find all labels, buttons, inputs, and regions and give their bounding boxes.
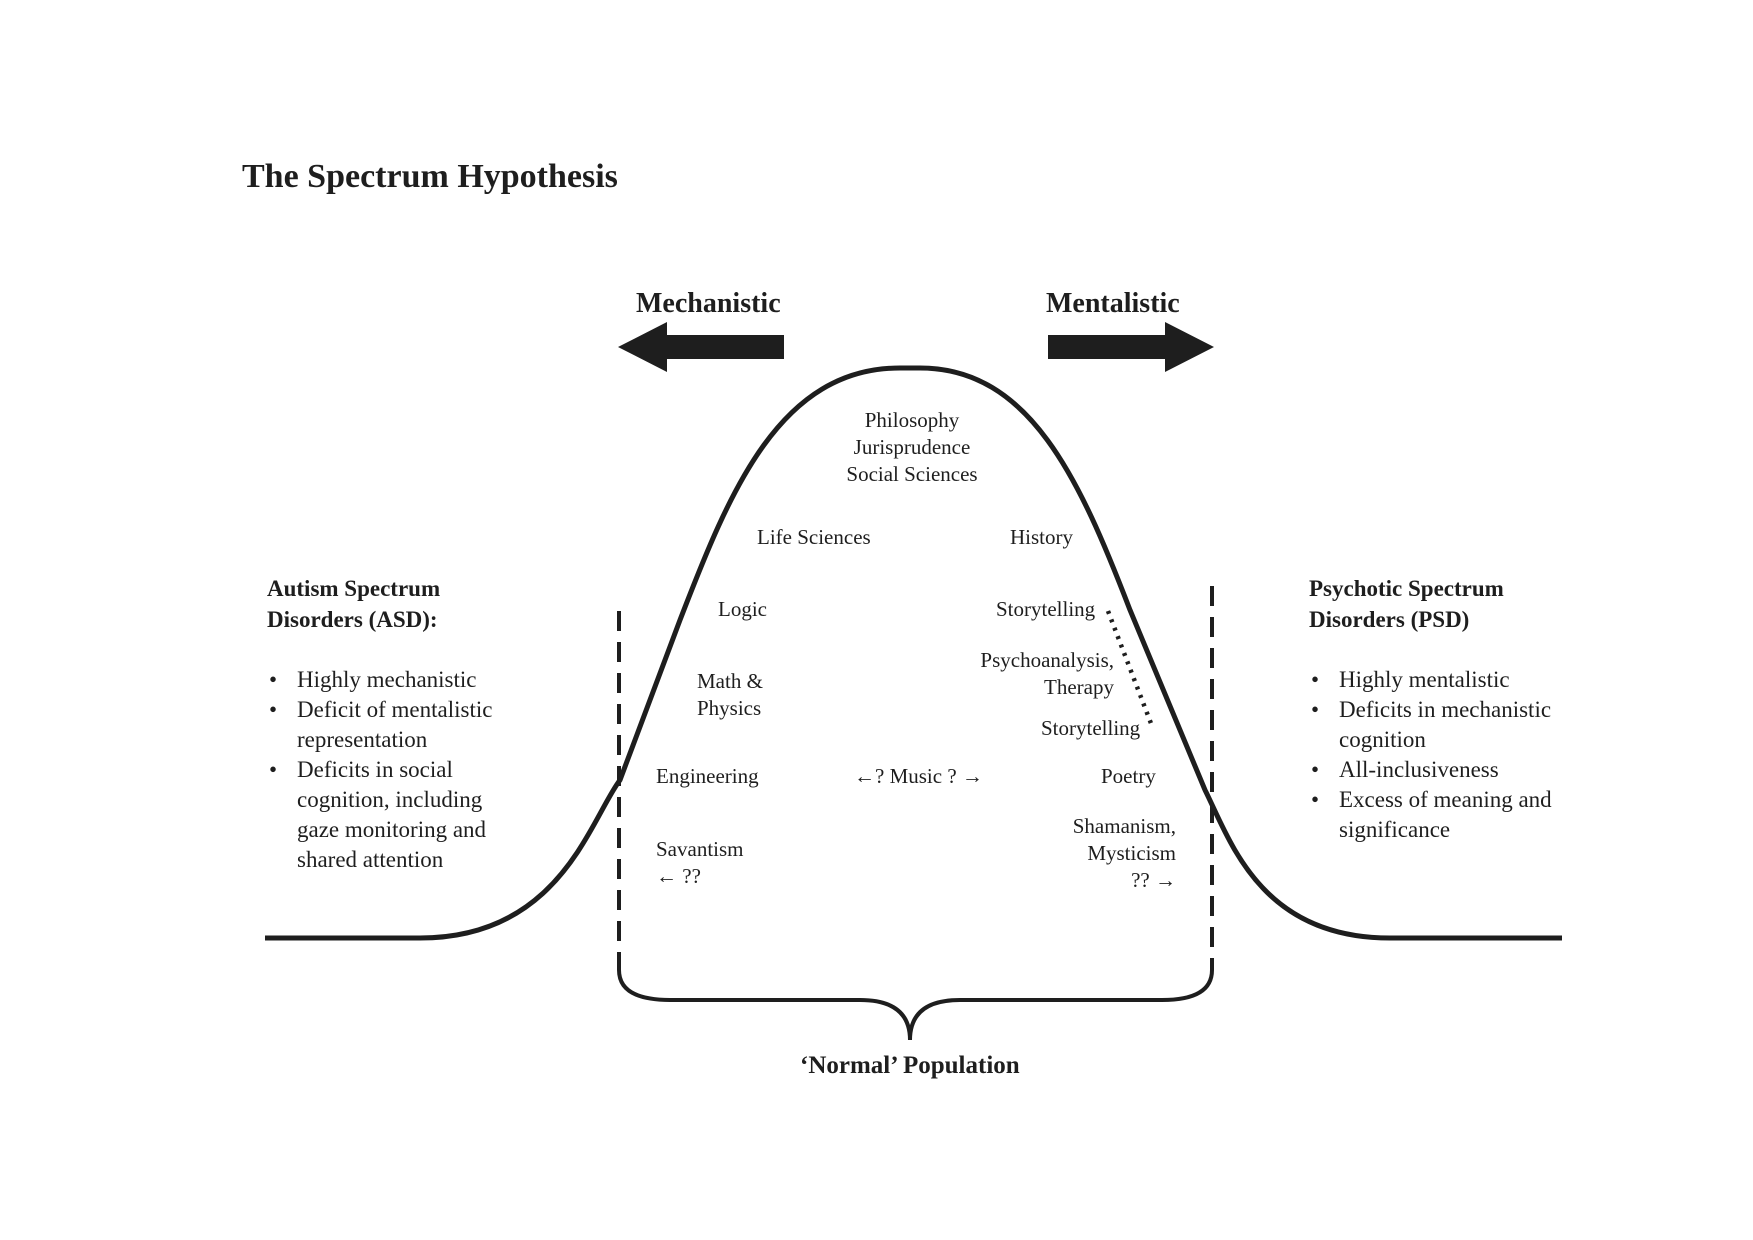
psychoanalysis-label: Psychoanalysis, Therapy [966,647,1114,701]
psd-bullet: • Deficits in mechanistic cognition [1309,695,1552,755]
shamanism-label: Shamanism, Mysticism ?? → [1046,813,1176,894]
shamanism-arrow-text: ?? → [1131,868,1176,892]
storytelling-label-lower: Storytelling [1041,716,1141,740]
jurisprudence-label: Jurisprudence [853,435,971,459]
diagram-title: The Spectrum Hypothesis [242,158,618,195]
savantism-arrow-text: ← ?? [656,864,701,888]
mentalistic-arrow [1048,322,1214,372]
bullet-text: representation [297,727,428,752]
life-sciences-label: Life Sciences [757,525,871,549]
physics-label: Physics [697,696,762,720]
savantism-text: Savantism [656,837,744,861]
math-label: Math & [697,669,763,693]
philosophy-label: Philosophy [864,408,960,432]
social-sciences-label: Social Sciences [846,462,978,486]
normal-population-brace [617,969,1214,1041]
music-label: ←? Music ? → [854,764,983,788]
psd-heading: Psychotic Spectrum Disorders (PSD) [1309,573,1504,635]
therapy-text: Therapy [1044,675,1114,699]
mechanistic-label: Mechanistic [636,288,781,319]
psd-heading-line: Disorders (PSD) [1309,607,1470,632]
logic-label: Logic [718,597,767,621]
bullet-marker: • [1311,697,1320,722]
bullet-text: Highly mechanistic [297,667,477,692]
psd-bullet: • Highly mentalistic [1309,665,1552,695]
psd-bullet: • All-inclusiveness [1309,755,1552,785]
savantism-label: Savantism ← ?? [656,836,744,890]
bullet-text: Highly mentalistic [1339,667,1510,692]
bullet-text: cognition, including [297,787,483,812]
bullet-text: Excess of meaning and [1339,787,1552,812]
bullet-marker: • [269,757,278,782]
bullet-text: All-inclusiveness [1339,757,1499,782]
mentalistic-label: Mentalistic [1046,288,1180,319]
psd-bullet-list: • Highly mentalistic • Deficits in mechani… [1309,665,1552,845]
asd-bullet: • Highly mechanistic [267,665,492,695]
asd-heading-line: Autism Spectrum [267,576,441,601]
psychoanalysis-text: Psychoanalysis, [980,648,1114,672]
engineering-label: Engineering [656,764,759,788]
bullet-marker: • [1311,757,1320,782]
bullet-marker: • [269,667,278,692]
bullet-marker: • [1311,787,1320,812]
shamanism-text: Shamanism, [1072,814,1176,838]
bullet-text: shared attention [297,847,444,872]
asd-heading-line: Disorders (ASD): [267,607,438,632]
bullet-text: Deficits in mechanistic [1339,697,1552,722]
bullet-text: gaze monitoring and [297,817,487,842]
mysticism-text: Mysticism [1087,841,1176,865]
psd-heading-line: Psychotic Spectrum [1309,576,1504,601]
storytelling-label: Storytelling [996,597,1096,621]
bullet-text: cognition [1339,727,1426,752]
asd-heading: Autism Spectrum Disorders (ASD): [267,573,440,635]
bell-curve [265,365,1562,941]
top-disciplines: Philosophy Jurisprudence Social Sciences [832,407,992,488]
normal-population-label: ‘Normal’ Population [800,1052,1020,1079]
poetry-label: Poetry [1101,764,1156,788]
history-label: History [1010,525,1073,549]
bullet-marker: • [269,697,278,722]
bullet-text: significance [1339,817,1451,842]
bullet-text: Deficits in social [297,757,453,782]
mechanistic-arrow [618,322,784,372]
bullet-text: Deficit of mentalistic [297,697,493,722]
psd-bullet: • Excess of meaning and significance [1309,785,1552,845]
asd-bullet: • Deficit of mentalistic representation [267,695,492,755]
math-physics-label: Math & Physics [697,668,763,722]
bullet-marker: • [1311,667,1320,692]
asd-bullet: • Deficits in social cognition, including g… [267,755,492,875]
asd-bullet-list: • Highly mechanistic • Deficit of mentalis… [267,665,492,875]
storytelling-dotted-link [1105,610,1155,727]
